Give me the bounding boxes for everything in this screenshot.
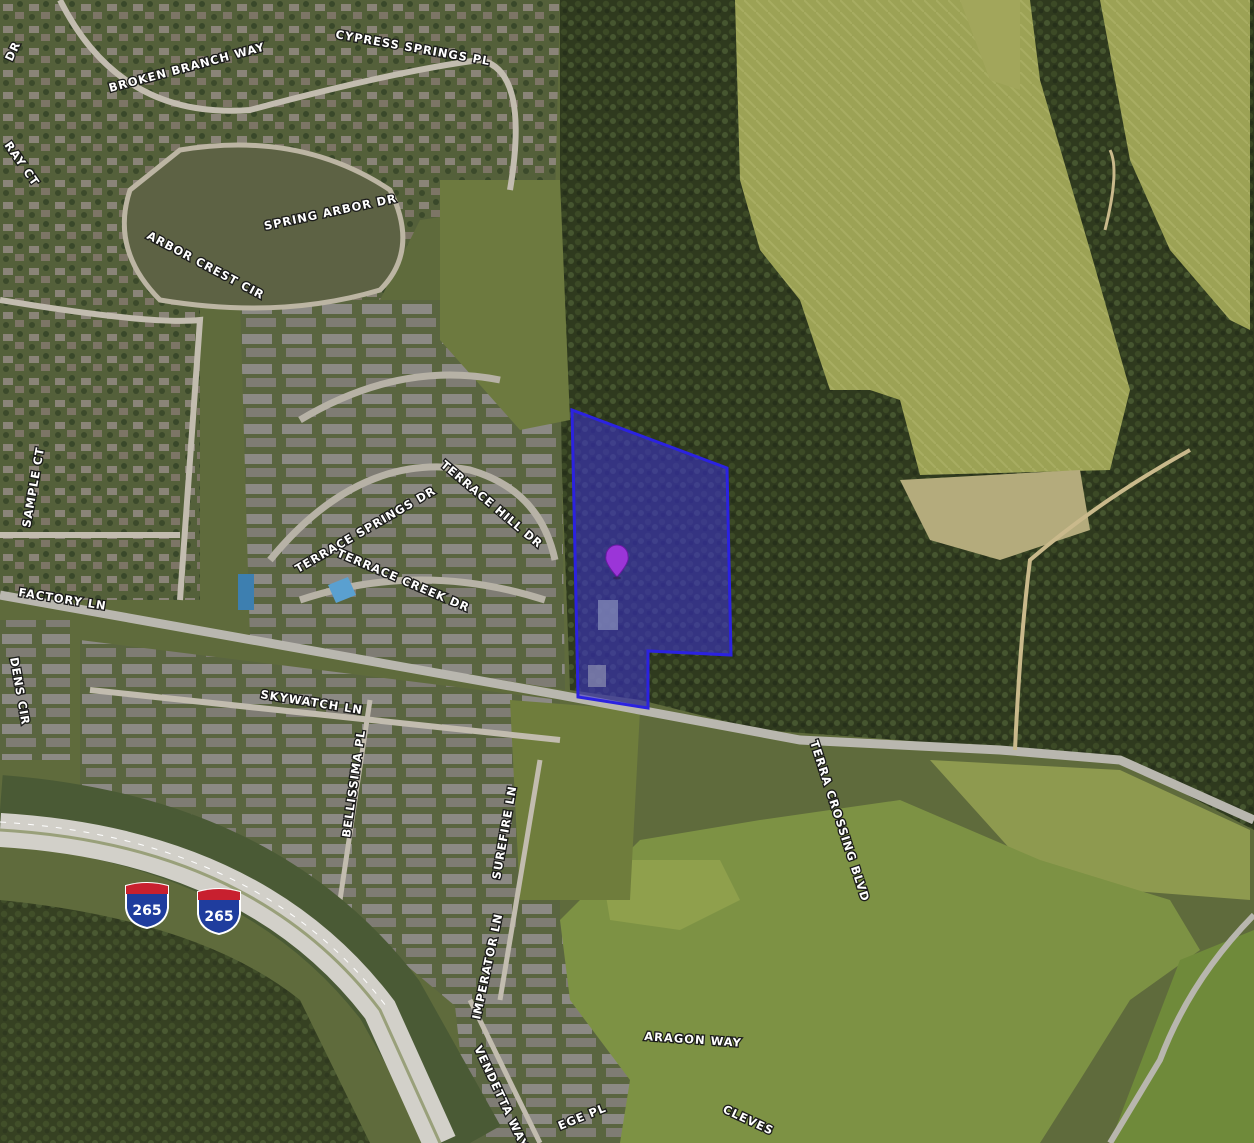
cleves-road: [1107, 912, 1254, 1143]
terrace-loop: [298, 371, 501, 424]
south-meadow: [510, 700, 640, 900]
dirt-track: [1013, 448, 1191, 751]
clearing: [900, 470, 1090, 560]
terrace-loop-3: [298, 576, 547, 604]
pool-2: [328, 577, 356, 603]
vendetta-road: [467, 998, 543, 1143]
south-woods: [0, 900, 370, 1143]
apartments-south: [80, 640, 560, 1010]
dirt-track-2: [1103, 149, 1116, 231]
skywatch-road: [89, 687, 561, 743]
farm-field-center: [960, 0, 1020, 90]
interstate-shield-icon: 265: [125, 882, 169, 930]
shield-number: 265: [204, 909, 233, 925]
pool: [238, 574, 254, 610]
parcel-boundary[interactable]: [570, 407, 733, 710]
parcel-building: [598, 600, 618, 630]
grassland-southeast: [930, 760, 1250, 900]
terrace-loop-2: [267, 463, 559, 563]
residential-west: [0, 300, 200, 600]
imperator-road: [497, 759, 543, 1001]
grassland-south-2: [600, 860, 740, 930]
residential-road-curve: [0, 297, 204, 601]
residential-road-north: [57, 0, 519, 191]
shield-number: 265: [132, 903, 161, 919]
interstate-shield-icon: 265: [197, 888, 241, 936]
parcel-building-2: [588, 665, 606, 687]
arbor-crest-loop: [121, 142, 406, 311]
interstate-265-median: [0, 828, 442, 1143]
farm-field-far-southeast: [1110, 930, 1254, 1143]
farm-field-north: [735, 0, 1130, 475]
location-pin-icon[interactable]: [605, 544, 629, 580]
dens-cir-housing: [0, 620, 70, 760]
bellissima-road: [337, 699, 373, 901]
open-grass: [440, 180, 570, 430]
factory-ln-road: [0, 590, 1254, 825]
apartments-far-south: [450, 920, 630, 1143]
farm-field-northeast: [1100, 0, 1250, 330]
